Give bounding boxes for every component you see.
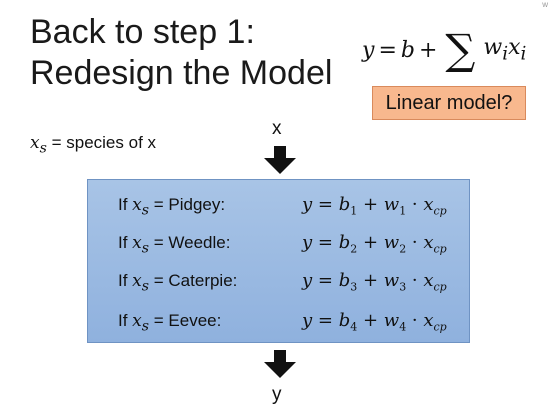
species-row: If xs = Weedle: y = b2 + w2 · xcp xyxy=(118,230,458,256)
species-definition: xs = species of x xyxy=(30,133,157,157)
species-name: Eevee: xyxy=(168,311,222,330)
species-name: Caterpie: xyxy=(168,271,238,290)
species-condition: If xs = Pidgey: xyxy=(118,195,226,219)
species-condition: If xs = Caterpie: xyxy=(118,271,238,295)
species-name: Weedle: xyxy=(168,233,231,252)
model-formula: y=b+∑wixi xyxy=(362,25,527,74)
output-y-label: y xyxy=(272,384,282,405)
species-condition: If xs = Eevee: xyxy=(118,311,222,335)
title-line-1: Back to step 1: xyxy=(30,13,255,51)
species-row: If xs = Eevee: y = b4 + w4 · xcp xyxy=(118,308,458,334)
species-text: = species of x xyxy=(51,133,157,152)
species-formula: y = b2 + w2 · xcp xyxy=(302,232,447,256)
species-row: If xs = Pidgey: y = b1 + w1 · xcp xyxy=(118,192,458,218)
species-row: If xs = Caterpie: y = b3 + w3 · xcp xyxy=(118,268,458,294)
input-x-label: x xyxy=(272,118,282,139)
title-line-2: Redesign the Model xyxy=(30,54,333,92)
linear-model-badge: Linear model? xyxy=(372,86,526,120)
species-formula: y = b4 + w4 · xcp xyxy=(302,310,447,334)
slide-title: Back to step 1: Redesign the Model xyxy=(30,12,332,94)
species-formula: y = b3 + w3 · xcp xyxy=(302,270,447,294)
corner-mark: w xyxy=(542,0,548,9)
species-condition: If xs = Weedle: xyxy=(118,233,231,257)
species-formula: y = b1 + w1 · xcp xyxy=(302,194,447,218)
species-name: Pidgey: xyxy=(168,195,226,214)
